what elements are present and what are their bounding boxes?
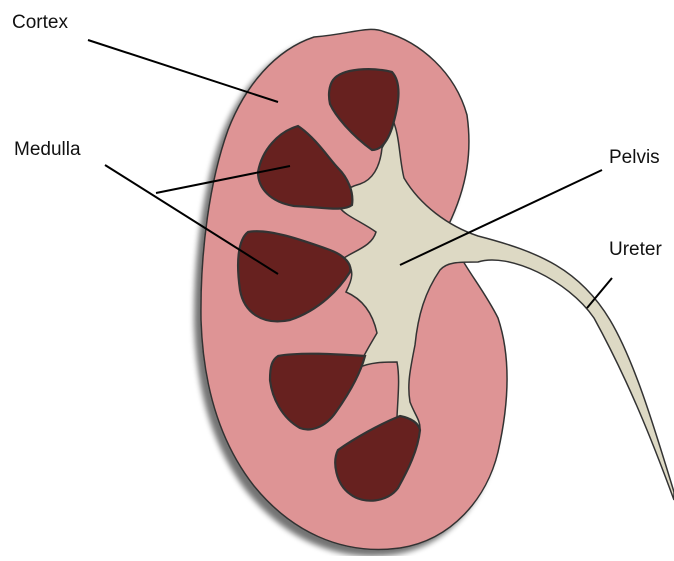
cortex-leader: [88, 40, 278, 102]
medulla-label: Medulla: [14, 140, 81, 159]
cortex-label: Cortex: [12, 13, 68, 32]
ureter-label: Ureter: [609, 240, 662, 259]
pelvis-label: Pelvis: [609, 148, 660, 167]
